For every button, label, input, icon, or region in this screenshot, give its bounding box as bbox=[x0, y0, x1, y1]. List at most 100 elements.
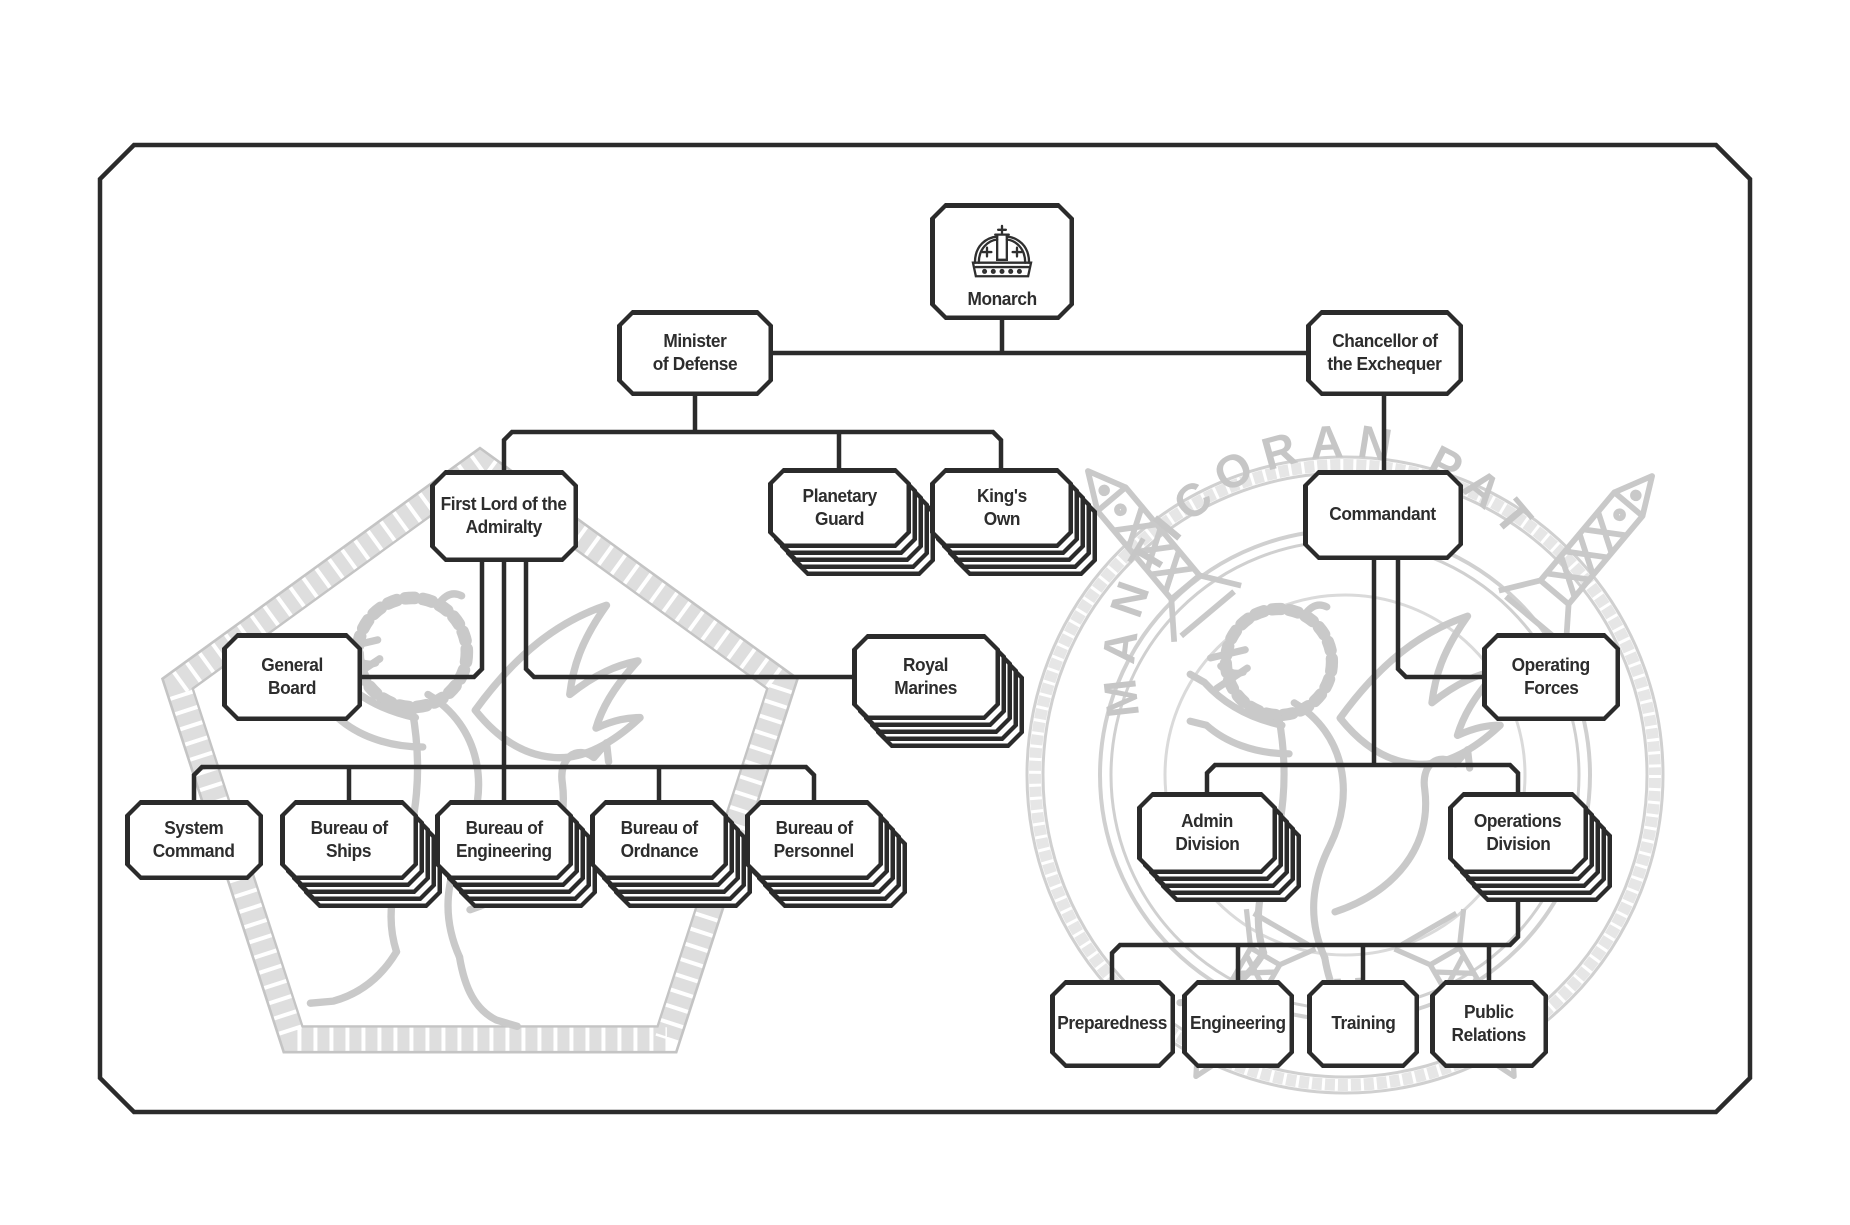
node-operating-forces: Operating Forces bbox=[1482, 633, 1620, 721]
node-box bbox=[1137, 792, 1277, 874]
label-line: Operating bbox=[1511, 654, 1591, 675]
node-label: Royal Marines bbox=[852, 634, 1000, 720]
node-label: Bureau of Ordnance bbox=[590, 800, 728, 880]
node-label: First Lord of the Admiralty bbox=[430, 470, 578, 562]
node-box bbox=[280, 800, 418, 880]
node-general-board: General Board bbox=[222, 633, 362, 721]
node-bureau-of-personnel: Bureau of Personnel bbox=[745, 800, 883, 880]
node-box bbox=[930, 468, 1073, 548]
node-box bbox=[617, 310, 773, 396]
label-line: Division bbox=[1485, 834, 1551, 854]
node-public-relations: Public Relations bbox=[1430, 980, 1548, 1068]
node-box bbox=[1182, 980, 1294, 1068]
node-monarch-label: Monarch bbox=[967, 288, 1037, 309]
label-line: Forces bbox=[1523, 678, 1579, 698]
node-box bbox=[1050, 980, 1175, 1068]
node-chancellor: Chancellor of the Exchequer bbox=[1306, 310, 1463, 396]
chart-border bbox=[97, 142, 1753, 1115]
label-line: Planetary bbox=[802, 485, 877, 506]
label-line: Command bbox=[153, 841, 235, 861]
crown-icon bbox=[971, 224, 1033, 278]
node-kings-own: King's Own bbox=[930, 468, 1073, 548]
label-line: Bureau of bbox=[310, 817, 388, 838]
node-label: Training bbox=[1307, 980, 1419, 1068]
label-line: Relations bbox=[1451, 1025, 1527, 1045]
node-box bbox=[852, 634, 1000, 720]
node-box bbox=[125, 800, 263, 880]
label-line: Chancellor of bbox=[1331, 330, 1438, 351]
label-line: King's bbox=[976, 485, 1027, 506]
node-label: Engineering bbox=[1182, 980, 1294, 1068]
label-line: Personnel bbox=[773, 841, 855, 861]
node-commandant: Commandant bbox=[1303, 470, 1463, 560]
node-box bbox=[1307, 980, 1419, 1068]
node-label: Commandant bbox=[1303, 470, 1463, 560]
label-line: Operations bbox=[1474, 810, 1562, 831]
node-label: Operations Division bbox=[1448, 792, 1588, 874]
node-box bbox=[1482, 633, 1620, 721]
node-box bbox=[435, 800, 573, 880]
label-line: Royal bbox=[903, 654, 949, 675]
node-system-command: System Command bbox=[125, 800, 263, 880]
node-monarch: Monarch bbox=[930, 203, 1074, 320]
node-label: Bureau of Ships bbox=[280, 800, 418, 880]
label-line: Division bbox=[1174, 834, 1240, 854]
label-line: Training bbox=[1330, 1013, 1396, 1034]
node-operations-division: Operations Division bbox=[1448, 792, 1588, 874]
node-box bbox=[768, 468, 911, 548]
node-first-lord: First Lord of the Admiralty bbox=[430, 470, 578, 562]
label-line: Ships bbox=[326, 841, 372, 861]
label-line: Own bbox=[983, 509, 1020, 529]
node-box bbox=[430, 470, 578, 562]
node-label: Bureau of Engineering bbox=[435, 800, 573, 880]
node-label: Planetary Guard bbox=[768, 468, 911, 548]
label-line: Guard bbox=[815, 509, 864, 529]
label-line: Minister bbox=[663, 330, 727, 351]
node-admin-division: Admin Division bbox=[1137, 792, 1277, 874]
node-box bbox=[745, 800, 883, 880]
label-line: General bbox=[261, 654, 323, 675]
node-preparedness: Preparedness bbox=[1050, 980, 1175, 1068]
label-line: First Lord of the bbox=[441, 493, 567, 514]
node-label: Admin Division bbox=[1137, 792, 1277, 874]
node-label: System Command bbox=[125, 800, 263, 880]
node-label: Public Relations bbox=[1430, 980, 1548, 1068]
label-line: Public bbox=[1464, 1001, 1514, 1022]
node-training: Training bbox=[1307, 980, 1419, 1068]
node-label: Bureau of Personnel bbox=[745, 800, 883, 880]
label-line: Engineering bbox=[456, 841, 552, 861]
node-label: Chancellor of the Exchequer bbox=[1306, 310, 1463, 396]
node-label: Preparedness bbox=[1050, 980, 1175, 1068]
node-label: Operating Forces bbox=[1482, 633, 1620, 721]
node-label: Monarch bbox=[930, 203, 1074, 320]
label-line: Bureau of bbox=[775, 817, 853, 838]
node-box bbox=[222, 633, 362, 721]
label-line: Admin bbox=[1181, 810, 1233, 831]
node-box bbox=[590, 800, 728, 880]
label-line: Marines bbox=[894, 678, 958, 698]
label-line: Bureau of bbox=[465, 817, 543, 838]
label-line: Bureau of bbox=[620, 817, 698, 838]
label-line: System bbox=[164, 817, 224, 838]
node-box bbox=[1303, 470, 1463, 560]
node-bureau-of-engineering: Bureau of Engineering bbox=[435, 800, 573, 880]
node-box bbox=[1430, 980, 1548, 1068]
node-label: General Board bbox=[222, 633, 362, 721]
node-box bbox=[1306, 310, 1463, 396]
label-line: of Defense bbox=[652, 354, 738, 374]
label-line: Board bbox=[267, 678, 316, 698]
node-label: Minister of Defense bbox=[617, 310, 773, 396]
node-bureau-of-ships: Bureau of Ships bbox=[280, 800, 418, 880]
label-line: Commandant bbox=[1329, 504, 1437, 525]
label-line: Ordnance bbox=[620, 841, 698, 861]
label-line: Preparedness bbox=[1057, 1013, 1168, 1034]
node-minister-of-defense: Minister of Defense bbox=[617, 310, 773, 396]
node-bureau-of-ordnance: Bureau of Ordnance bbox=[590, 800, 728, 880]
node-label: King's Own bbox=[930, 468, 1073, 548]
node-box bbox=[1448, 792, 1588, 874]
node-royal-marines: Royal Marines bbox=[852, 634, 1000, 720]
label-line: Admiralty bbox=[465, 517, 543, 537]
